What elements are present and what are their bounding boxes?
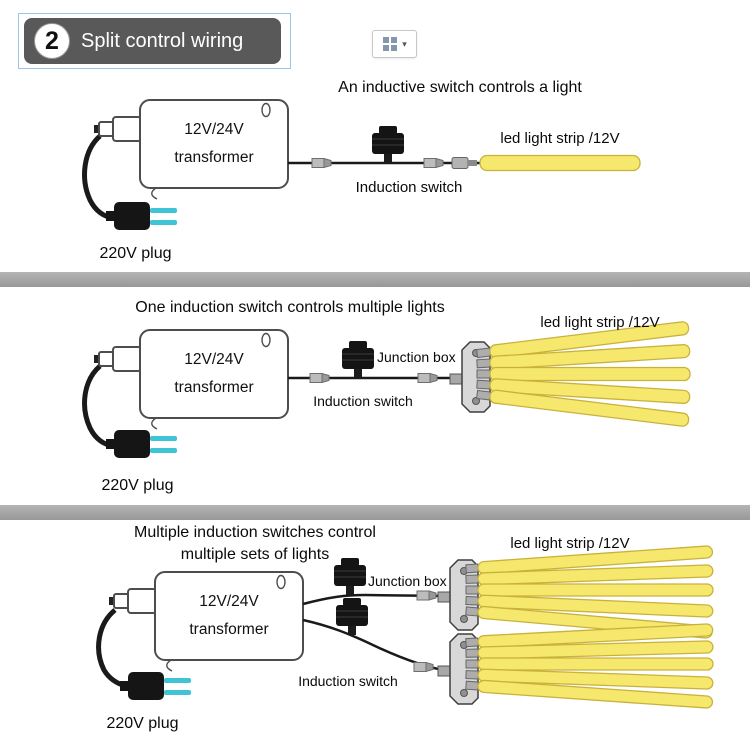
induction-switch-label: Induction switch	[313, 393, 413, 409]
led-strip	[476, 321, 690, 359]
power-plug	[120, 672, 191, 700]
induction-switch-label: Induction switch	[298, 673, 398, 689]
led-strip-label: led light strip /12V	[500, 130, 620, 147]
led-strip	[465, 668, 714, 690]
junction-box-label: Junction box	[368, 573, 447, 589]
power-plug	[106, 430, 177, 458]
induction-switch	[341, 340, 375, 379]
section-title-line2: multiple sets of lights	[180, 546, 330, 563]
led-strip-label: led light strip /12V	[510, 535, 630, 552]
transformer-word: transformer	[189, 621, 269, 638]
transformer-label: 12V/24V transformer	[140, 330, 288, 418]
step-title: Split control wiring	[81, 29, 244, 52]
transformer-word: transformer	[174, 149, 254, 166]
led-strip	[465, 657, 714, 671]
table-grid-icon	[383, 37, 398, 51]
junction-box-label: Junction box	[377, 349, 456, 365]
led-strip	[465, 623, 714, 649]
led-strip-label: led light strip /12V	[540, 314, 660, 331]
transformer-word: transformer	[174, 379, 254, 396]
plug-label: 220V plug	[101, 477, 174, 494]
led-strip	[476, 366, 691, 382]
plug-label: 220V plug	[99, 245, 172, 262]
power-cable	[82, 364, 113, 449]
wire-connector	[309, 373, 330, 383]
transformer-voltage: 12V/24V	[184, 351, 244, 368]
selection-outline: 2 Split control wiring	[18, 13, 291, 69]
diagram-multiple-sets	[96, 545, 714, 709]
wire-connector	[311, 158, 332, 168]
plug-label: 220V plug	[106, 715, 179, 732]
power-cable	[82, 134, 113, 221]
led-strip	[476, 344, 691, 370]
transformer-voltage: 12V/24V	[184, 121, 244, 138]
section-title: One induction switch controls multiple l…	[135, 299, 445, 316]
caret-down-icon: ▾	[402, 38, 407, 49]
transformer-voltage: 12V/24V	[199, 593, 259, 610]
induction-switch	[371, 125, 405, 164]
induction-switch-label: Induction switch	[355, 179, 463, 196]
led-strip	[465, 545, 714, 575]
wire-connector	[423, 158, 444, 168]
transformer-label: 12V/24V transformer	[140, 100, 288, 188]
led-strip	[479, 154, 641, 172]
power-cable	[96, 608, 127, 689]
led-strip	[465, 679, 714, 709]
led-strip	[476, 378, 691, 404]
section-divider	[0, 272, 750, 287]
section-title-line1: Multiple induction switches control	[134, 524, 376, 541]
led-strip	[465, 640, 714, 660]
wire-connector	[413, 662, 434, 672]
section-title: An inductive switch controls a light	[338, 79, 582, 96]
led-strip	[476, 389, 690, 427]
wire-connector	[417, 373, 438, 383]
led-strip	[465, 594, 714, 618]
signal-wire-upper	[302, 593, 451, 606]
transformer-label: 12V/24V transformer	[155, 572, 303, 660]
led-strip	[465, 564, 714, 586]
diagram-multiple-lights	[82, 321, 691, 458]
wire-connector	[416, 590, 437, 601]
induction-switch	[335, 597, 369, 636]
step-badge[interactable]: 2 Split control wiring	[24, 18, 281, 64]
strip-connector	[451, 157, 478, 169]
led-strip	[465, 583, 714, 597]
table-tool-button[interactable]: ▾	[372, 30, 417, 58]
step-number: 2	[34, 23, 70, 59]
diagram-single-light	[82, 99, 641, 230]
power-plug	[106, 202, 177, 230]
section-divider	[0, 505, 750, 520]
